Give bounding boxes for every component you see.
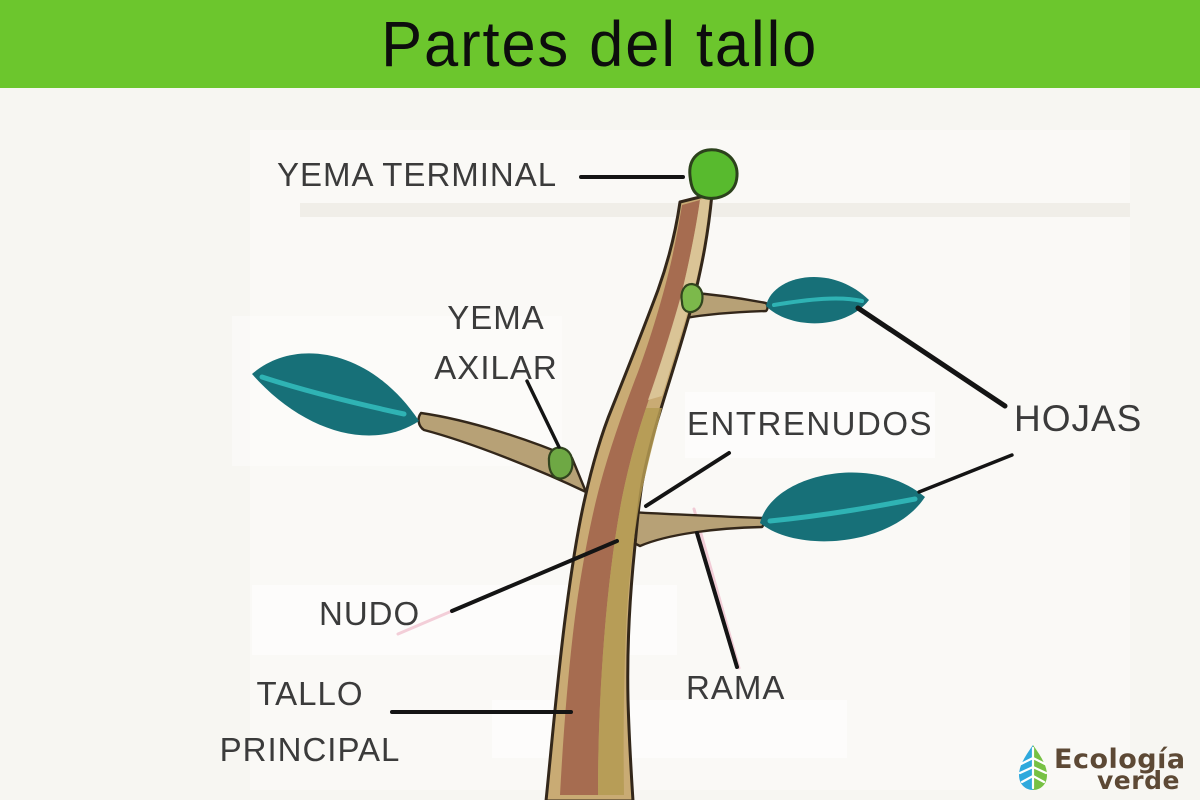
left-branch-illustration xyxy=(417,411,588,494)
lower-right-leaf-illustration xyxy=(760,472,925,542)
upper-right-leaf-illustration xyxy=(766,276,869,324)
label-yema-terminal: YEMA TERMINAL xyxy=(277,156,558,193)
left-axillary-bud-illustration xyxy=(547,446,574,480)
pointer-line-hojas-lower xyxy=(917,453,1014,494)
label-yema-axilar-line2: AXILAR xyxy=(434,349,558,386)
label-nudo: NUDO xyxy=(319,595,421,632)
label-hojas: HOJAS xyxy=(1014,398,1143,439)
page-title: Partes del tallo xyxy=(381,8,819,80)
label-yema-axilar-line1: YEMA xyxy=(447,299,545,336)
stem-highlight xyxy=(648,196,710,400)
label-entrenudos: ENTRENUDOS xyxy=(687,405,934,442)
ecologiaverde-logo: Ecología verde xyxy=(1018,741,1188,797)
logo-brand-line2: verde xyxy=(1097,766,1180,795)
terminal-bud-illustration xyxy=(688,148,739,200)
label-tallo-principal-line2: PRINCIPAL xyxy=(219,731,401,768)
pointer-line-entrenudos xyxy=(644,451,731,508)
logo-brand-line1: Ecología xyxy=(1054,744,1186,775)
label-yema-axilar: YEMA AXILAR xyxy=(413,293,579,393)
stem-olive-shading xyxy=(598,408,662,795)
stem-red-shading xyxy=(560,200,700,795)
label-tallo-principal: TALLO PRINCIPAL xyxy=(217,666,403,778)
ecologiaverde-leaf-icon xyxy=(1018,745,1048,790)
label-tallo-principal-line1: TALLO xyxy=(256,675,364,712)
pointer-line-nudo xyxy=(450,539,619,613)
title-banner: Partes del tallo xyxy=(0,0,1200,88)
pointer-line-yema-axilar xyxy=(525,379,561,449)
main-stem-illustration xyxy=(544,192,714,800)
label-rama: RAMA xyxy=(686,669,786,706)
pointer-line-hojas-upper xyxy=(855,305,1008,409)
pink-underline-rama xyxy=(692,507,741,670)
left-leaf-illustration xyxy=(252,353,419,436)
upper-axillary-bud-illustration xyxy=(680,282,704,314)
pointer-line-rama xyxy=(695,531,739,669)
